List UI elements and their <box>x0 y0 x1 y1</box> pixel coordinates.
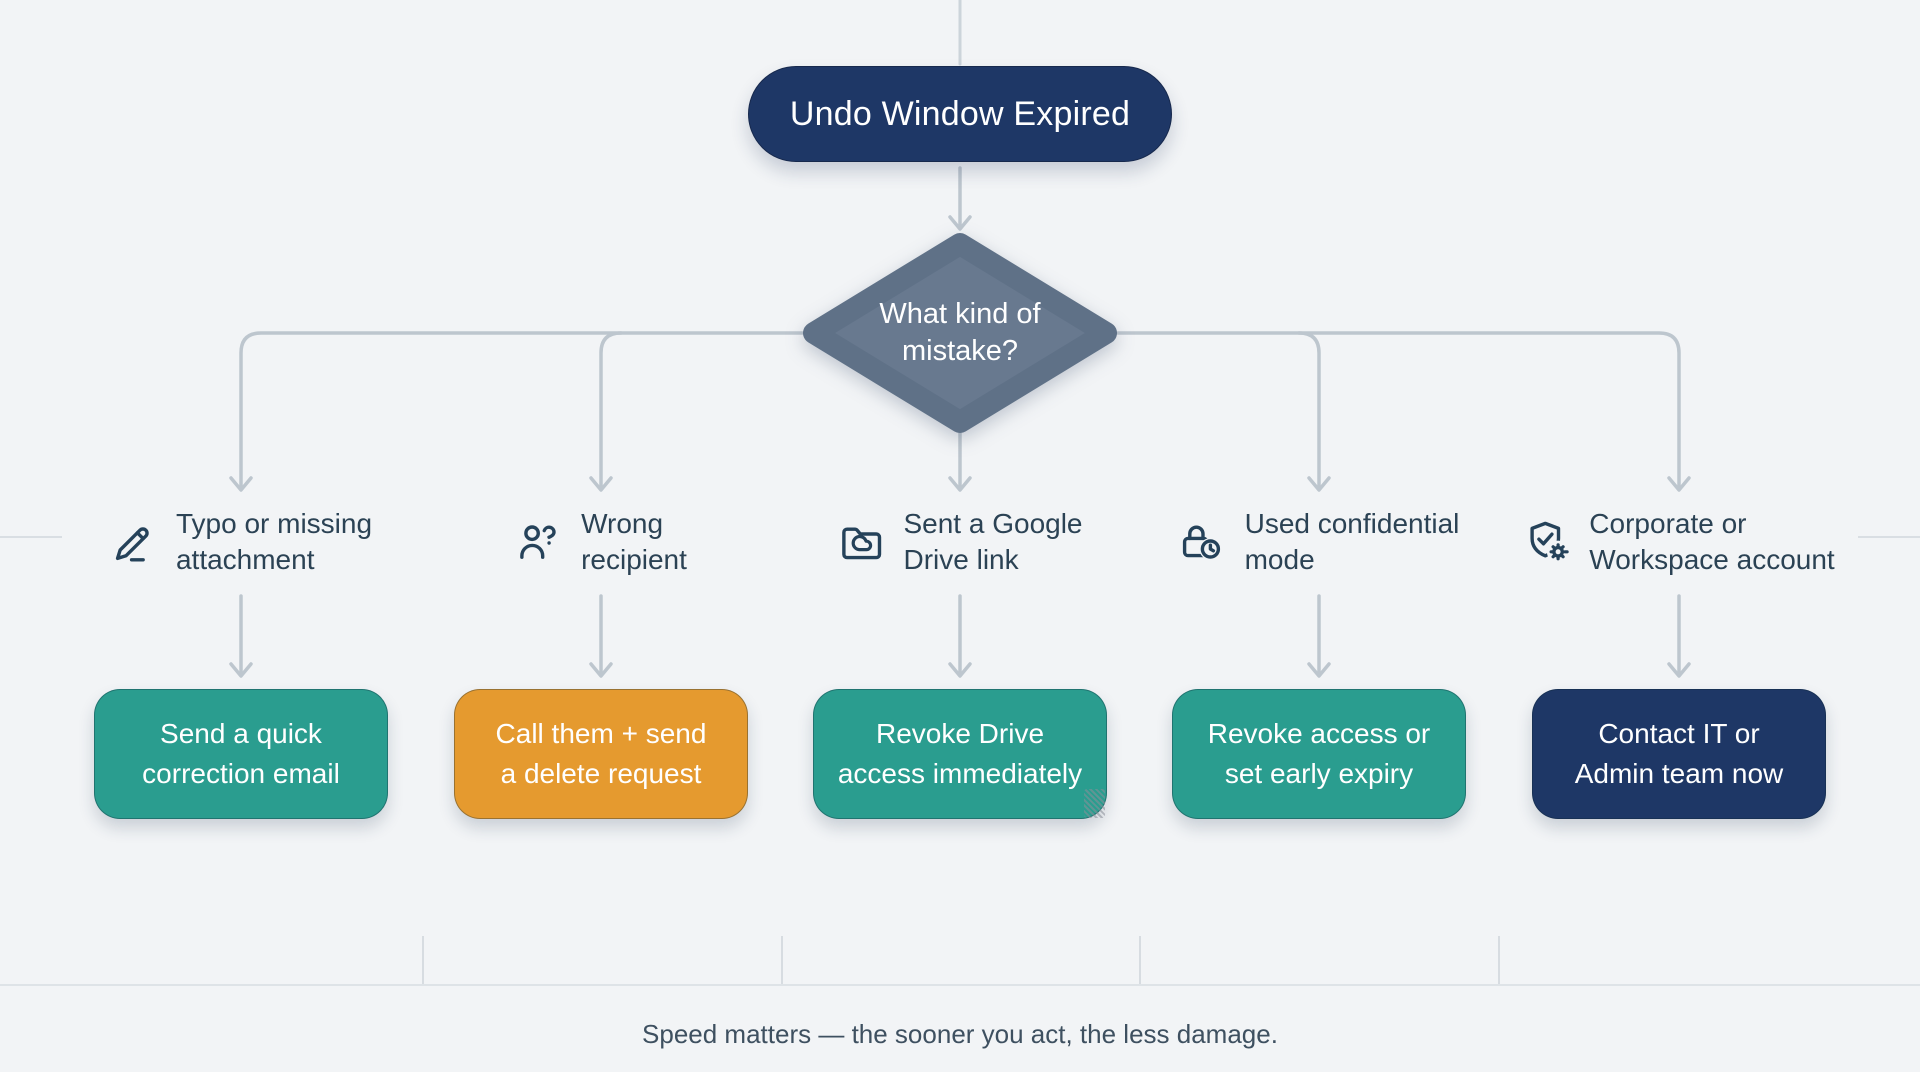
decision-diamond <box>803 233 1117 433</box>
root-node: Undo Window Expired <box>748 66 1172 162</box>
arrowhead <box>1307 476 1331 492</box>
connector-branch-5 <box>1116 331 1681 488</box>
branch-label-text: Typo or missing attachment <box>175 508 373 575</box>
branch-label-corporate-account: Corporate or Workspace account <box>1523 500 1835 584</box>
decision-label-line2: mistake? <box>901 335 1019 367</box>
arrowhead <box>589 662 613 678</box>
mouse-cursor-artifact <box>1084 789 1105 818</box>
action-node-delete-request: Call them + send a delete request <box>454 689 748 819</box>
branch-label-text: Corporate or Workspace account <box>1589 508 1835 575</box>
branch-label-text: Wrong recipient <box>581 508 687 575</box>
lock-clock-icon <box>1179 518 1227 566</box>
footer-note: Speed matters — the sooner you act, the … <box>642 1018 1278 1049</box>
connector-branch-2 <box>599 331 623 488</box>
branch-label-wrong-recipient: Wrong recipient <box>515 500 687 584</box>
grid-line <box>422 936 424 985</box>
connector-branch-4 <box>1297 331 1321 488</box>
action-node-correction-email: Send a quick correction email <box>94 689 388 819</box>
user-question-icon <box>515 518 563 566</box>
decision-label: What kind of mistake? <box>803 237 1117 429</box>
arrowhead <box>948 662 972 678</box>
root-node-label: Undo Window Expired <box>789 94 1131 133</box>
branch-label-typo: Typo or missing attachment <box>110 500 372 584</box>
folder-cloud-icon <box>837 518 885 566</box>
branch-label-text: Sent a Google Drive link <box>903 508 1083 575</box>
arrowhead <box>948 215 972 231</box>
arrowhead <box>948 476 972 492</box>
grid-line <box>0 984 1920 986</box>
pencil-line-icon <box>110 518 158 566</box>
arrowhead <box>1667 662 1691 678</box>
branch-label-text: Used confidential mode <box>1244 508 1460 575</box>
branch-label-confidential-mode: Used confidential mode <box>1179 500 1460 584</box>
arrowhead <box>1667 476 1691 492</box>
grid-line <box>1858 536 1920 538</box>
decision-label-line1: What kind of <box>879 298 1041 330</box>
action-node-revoke-drive: Revoke Drive access immediately <box>813 689 1107 819</box>
grid-line <box>781 936 783 985</box>
shield-check-gear-icon <box>1523 518 1571 566</box>
arrowhead <box>1307 662 1331 678</box>
grid-line <box>1498 936 1500 985</box>
arrowhead <box>229 662 253 678</box>
action-node-contact-it: Contact IT or Admin team now <box>1532 689 1826 819</box>
grid-line <box>1139 936 1141 985</box>
connector-branch-1 <box>239 331 804 488</box>
arrowhead <box>589 476 613 492</box>
branch-label-drive-link: Sent a Google Drive link <box>837 500 1083 584</box>
grid-line <box>0 536 62 538</box>
action-node-revoke-access: Revoke access or set early expiry <box>1172 689 1466 819</box>
arrowhead <box>229 476 253 492</box>
